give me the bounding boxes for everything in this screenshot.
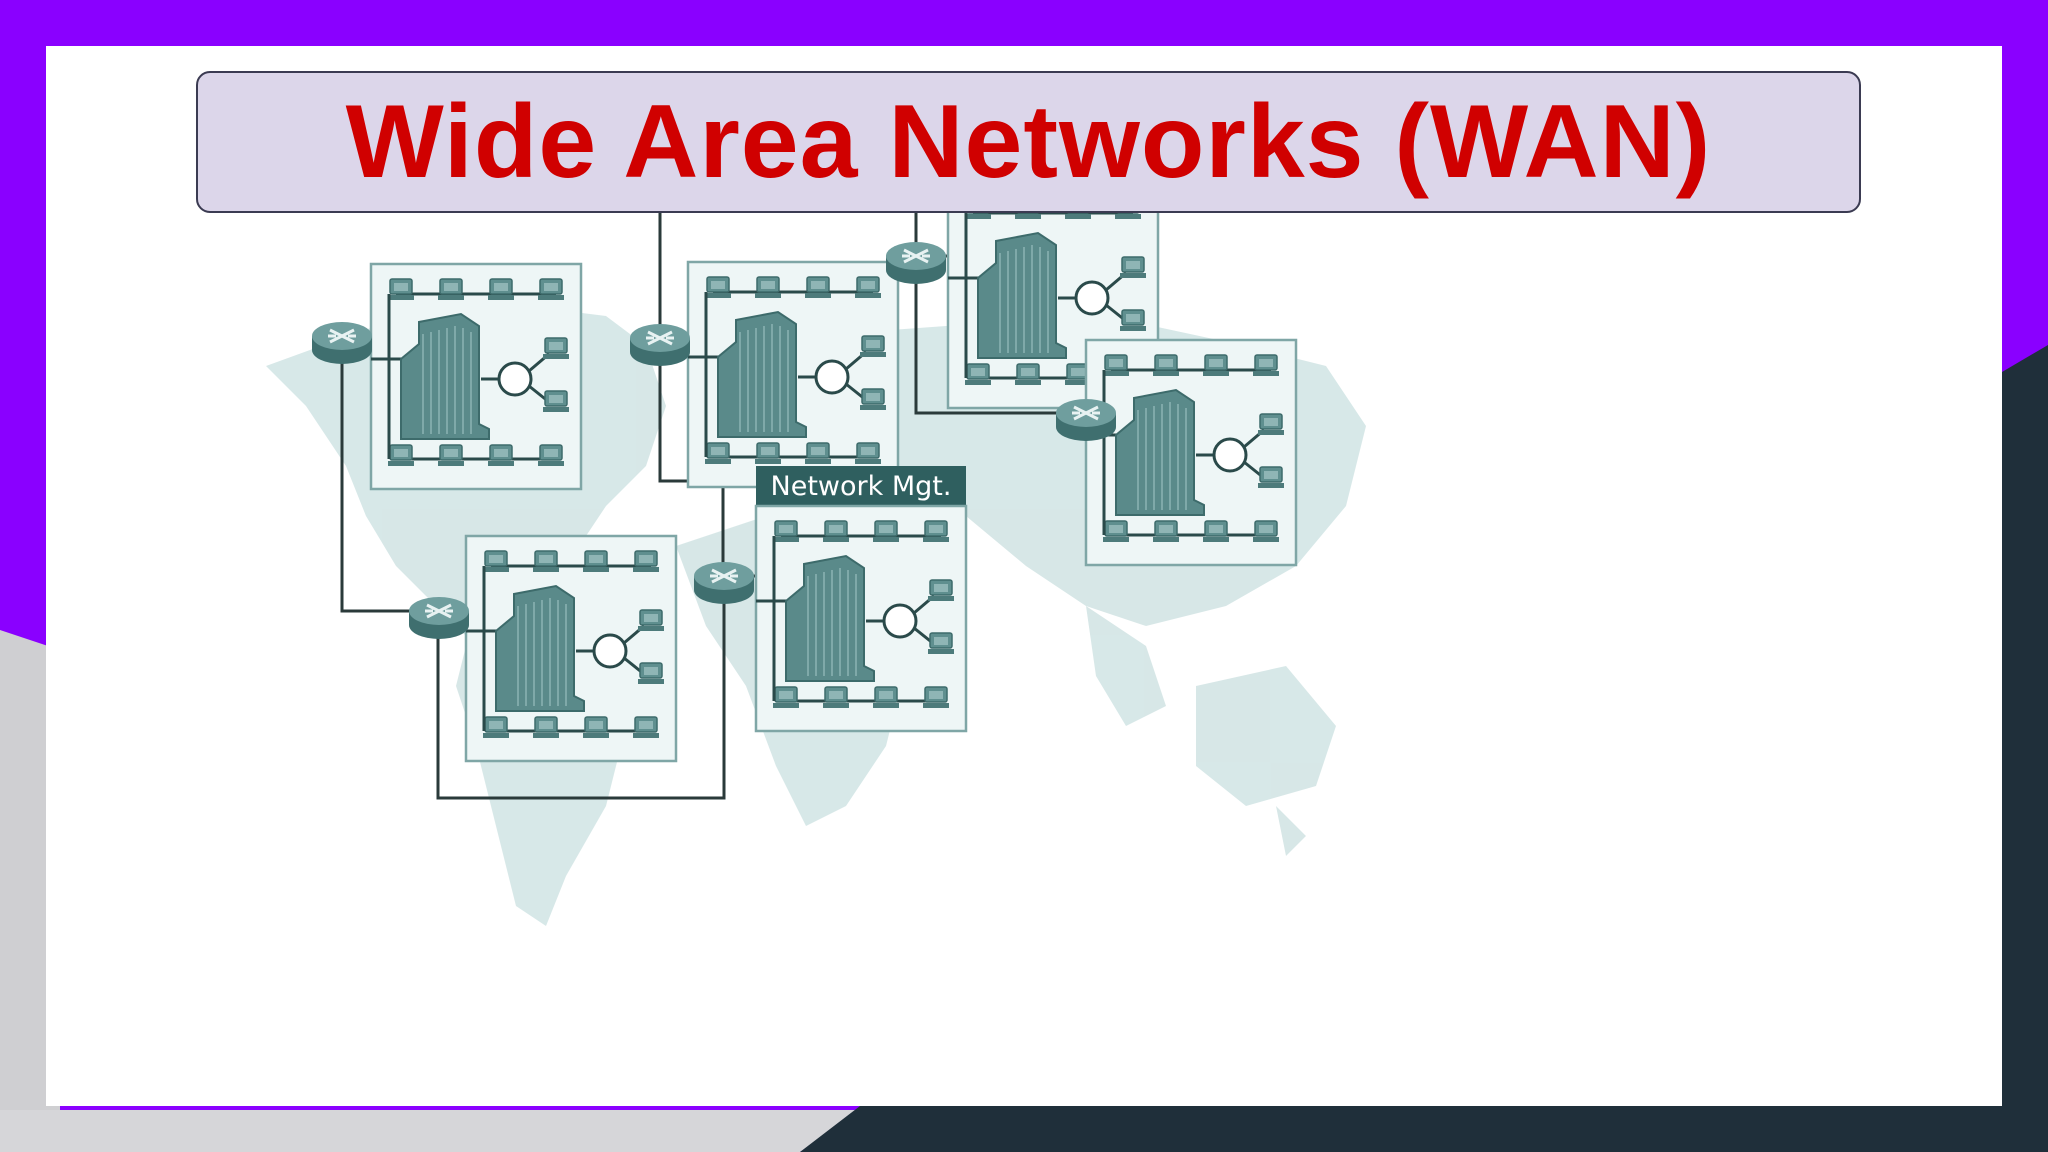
network-mgt-label: Network Mgt. xyxy=(771,471,952,502)
site-asia-east xyxy=(1086,340,1296,565)
grey-corner-shape xyxy=(0,630,60,1152)
site-alaska xyxy=(371,264,581,489)
network-mgt-label-box xyxy=(756,466,966,506)
slide: Network Mgt. Wide Area Networks (WAN) xyxy=(46,46,2002,1106)
router-icon xyxy=(407,595,471,641)
router-icon xyxy=(692,560,756,606)
router-icon xyxy=(1054,397,1118,443)
title-box: Wide Area Networks (WAN) xyxy=(196,71,1861,213)
grey-bottom-shape xyxy=(0,1110,860,1152)
slide-title: Wide Area Networks (WAN) xyxy=(345,83,1712,200)
router-icon xyxy=(310,320,374,366)
site-europe xyxy=(688,262,898,487)
site-africa-mgt: Network Mgt. xyxy=(756,466,966,731)
site-south-america xyxy=(466,536,676,761)
wan-diagram: Network Mgt. xyxy=(266,179,1366,926)
router-icon xyxy=(884,240,948,286)
router-icon xyxy=(628,322,692,368)
